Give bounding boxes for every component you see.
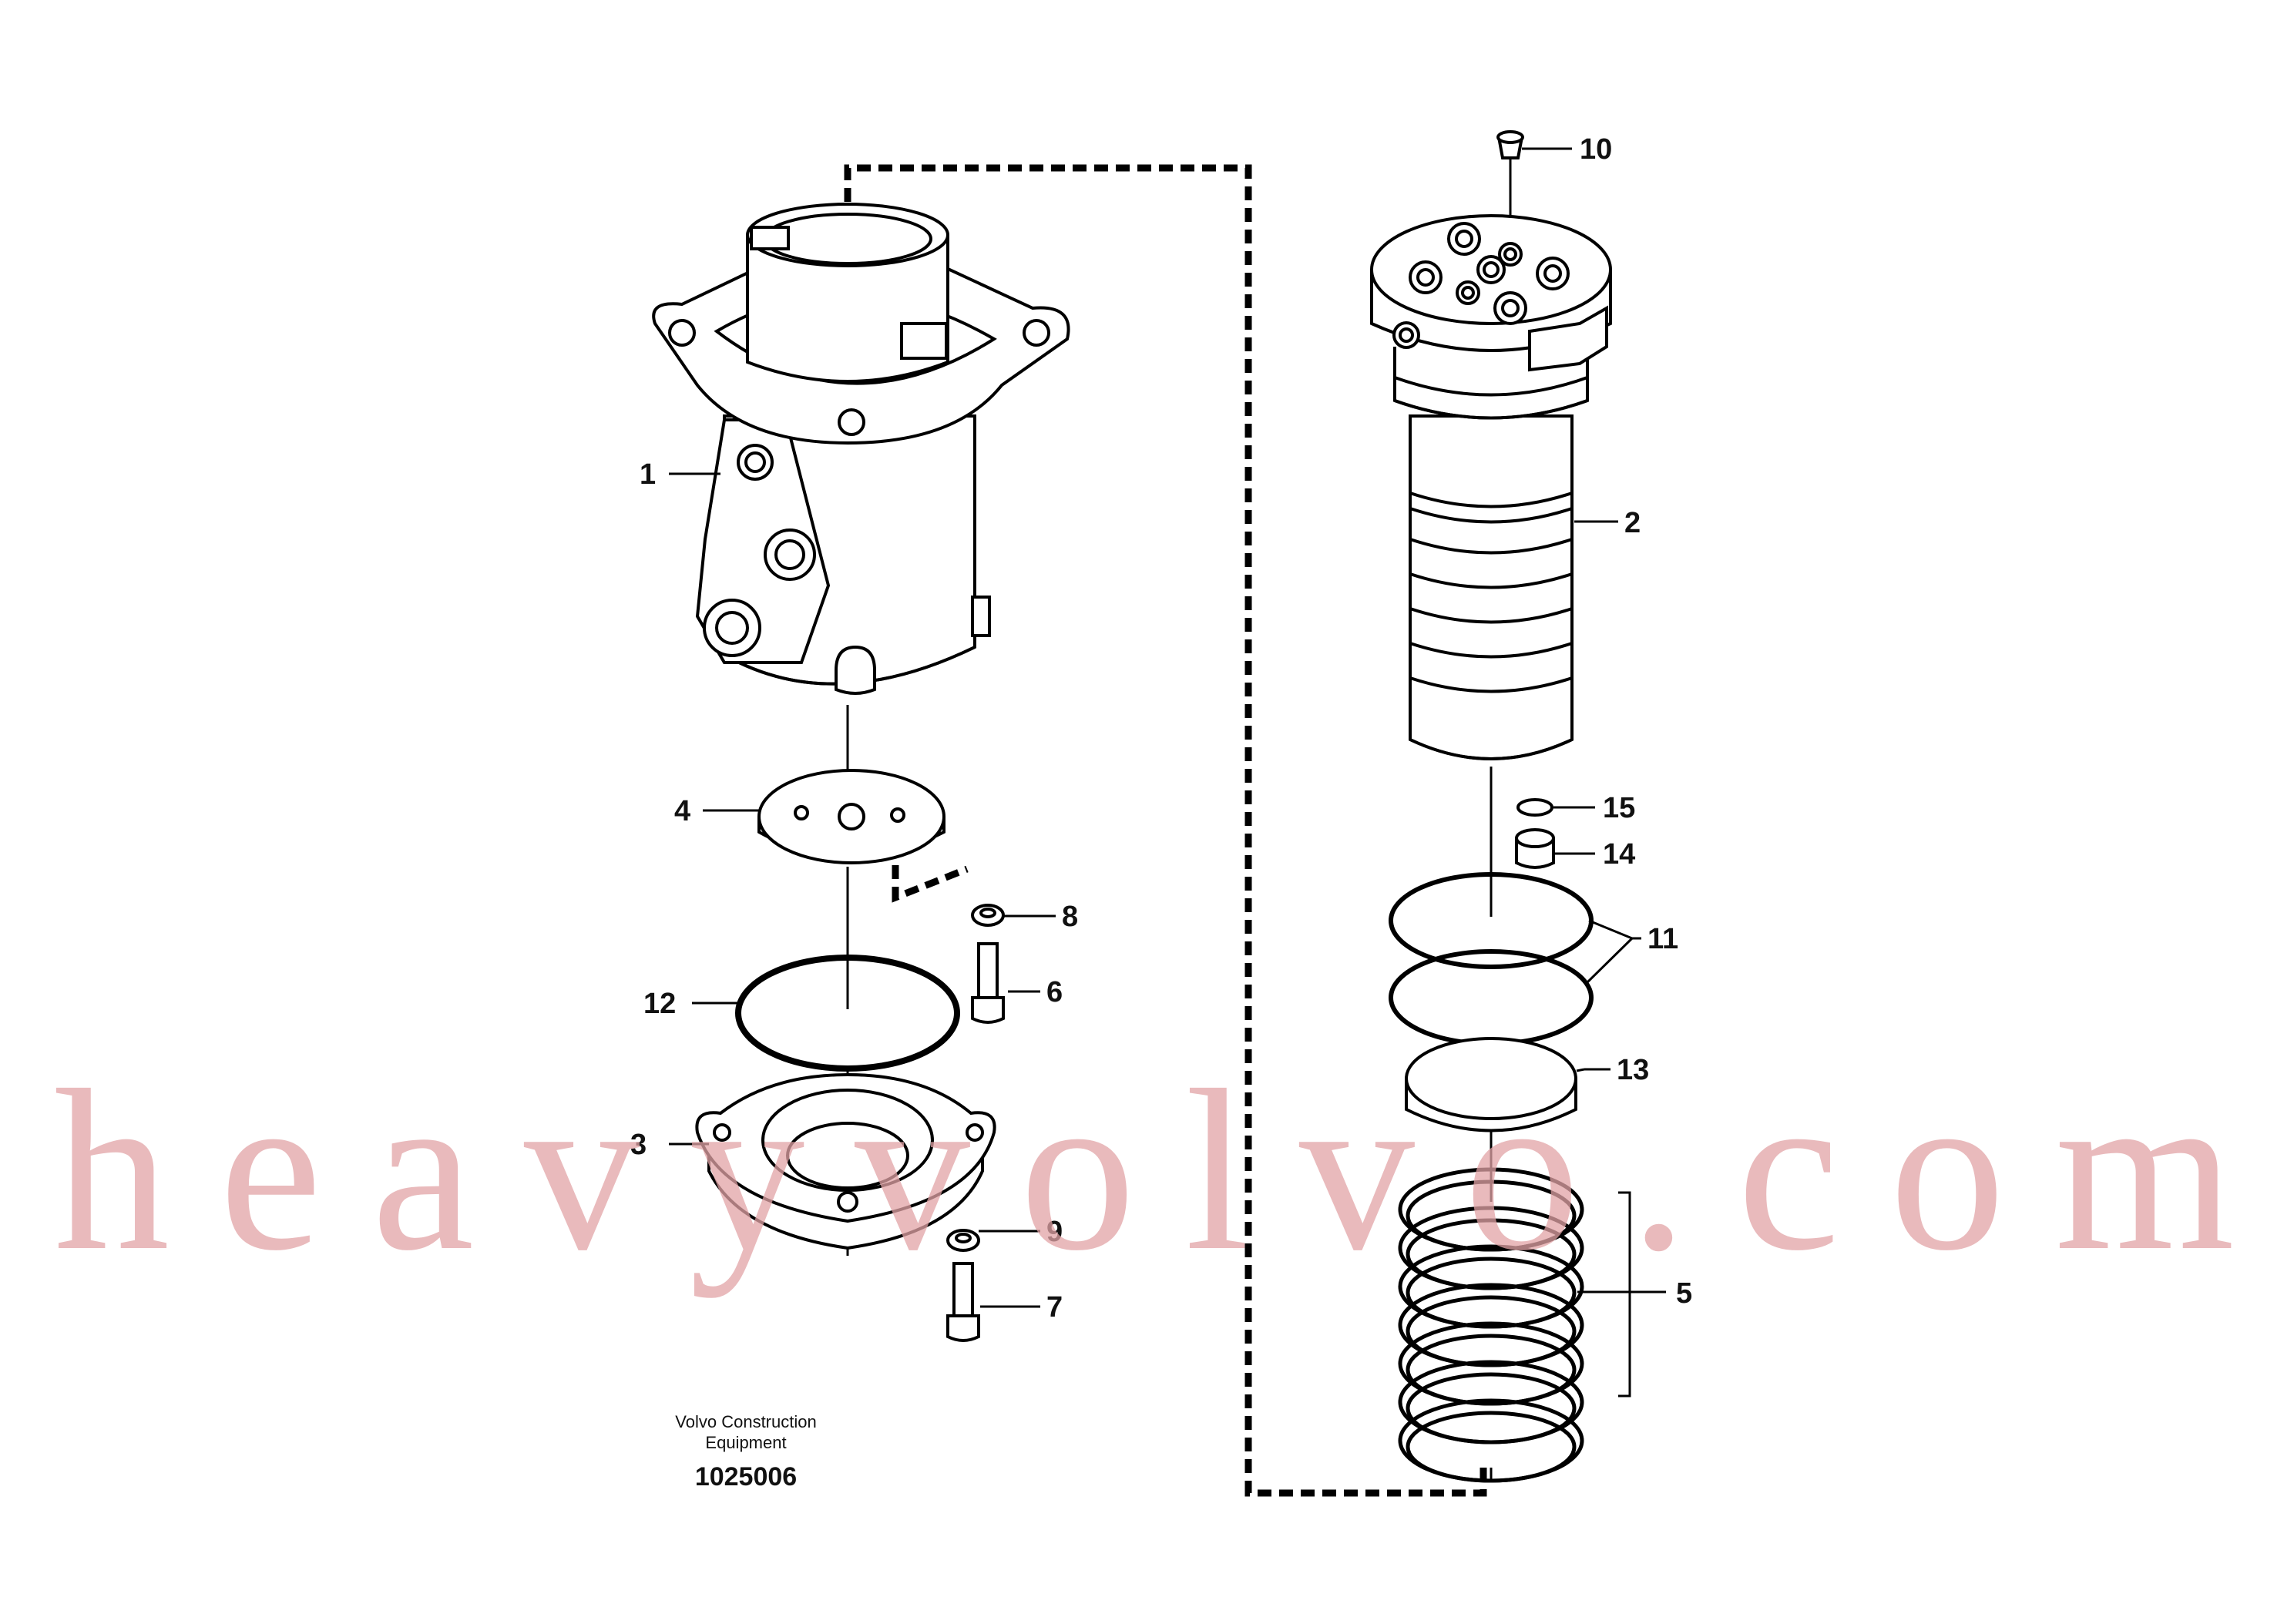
leader-lines xyxy=(669,147,1666,1398)
callout-5: 5 xyxy=(1676,1277,1692,1310)
part-13-bushing xyxy=(1405,1037,1577,1132)
caption-company-line1: Volvo Construction xyxy=(675,1412,816,1431)
part-5-seal-stack xyxy=(1398,1167,1584,1483)
part-8-washer xyxy=(971,904,1005,927)
watermark-text: heavyvolvo.com xyxy=(54,1042,2235,1299)
part-14-plug xyxy=(1515,828,1555,869)
assembly-dashed-path xyxy=(844,164,1487,1497)
part-3-cover xyxy=(695,1072,996,1250)
callout-14: 14 xyxy=(1603,838,1635,871)
diagram-caption: Volvo Construction Equipment 1025006 xyxy=(675,1412,816,1491)
part-4-plate xyxy=(757,769,945,864)
callout-2: 2 xyxy=(1624,507,1641,539)
callout-4: 4 xyxy=(674,795,690,827)
callout-8: 8 xyxy=(1062,901,1078,933)
callout-labels: 1 2 3 4 5 6 7 8 9 10 11 12 13 14 15 xyxy=(630,133,1692,1324)
part-10-plug xyxy=(1496,130,1524,159)
document-number: 1025006 xyxy=(695,1462,797,1491)
callout-13: 13 xyxy=(1617,1054,1649,1086)
part-15-oring xyxy=(1516,798,1553,817)
callout-9: 9 xyxy=(1046,1216,1063,1248)
part-9-washer xyxy=(946,1229,980,1252)
callout-6: 6 xyxy=(1046,976,1063,1008)
callout-7: 7 xyxy=(1046,1291,1063,1324)
callout-12: 12 xyxy=(643,988,676,1020)
callout-1: 1 xyxy=(640,458,656,491)
part-6-bolt xyxy=(971,942,1005,1024)
callout-10: 10 xyxy=(1580,133,1612,166)
callout-3: 3 xyxy=(630,1129,647,1161)
part-12-oring xyxy=(735,955,960,1072)
caption-company-line2: Equipment xyxy=(705,1433,786,1452)
part-7-bolt xyxy=(946,1262,980,1342)
callout-11: 11 xyxy=(1647,923,1678,955)
part-2-spool xyxy=(1370,214,1612,760)
callout-15: 15 xyxy=(1603,792,1635,824)
part-1-swivel-housing xyxy=(652,203,1070,695)
